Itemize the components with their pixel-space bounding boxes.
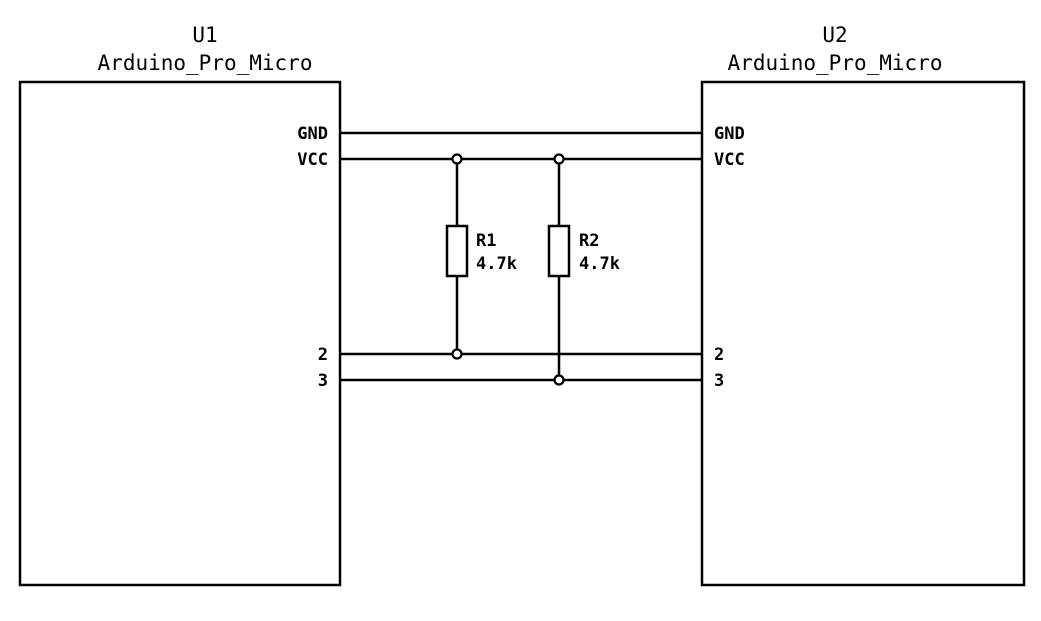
u1-pin-vcc-label: VCC — [297, 150, 328, 170]
u1-pin-gnd-label: GND — [297, 124, 328, 144]
r2-body — [547, 224, 571, 278]
u2-value: Arduino_Pro_Micro — [728, 51, 943, 75]
u1-pin-3-label: 3 — [318, 371, 328, 391]
junction-r2-pin-3 — [553, 374, 565, 386]
u2-body — [700, 80, 1026, 587]
component-u2[interactable]: U2 Arduino_Pro_Micro GND VCC 2 3 — [700, 23, 1026, 587]
u1-value: Arduino_Pro_Micro — [98, 51, 313, 75]
component-r2[interactable]: R2 4.7k — [547, 159, 620, 380]
junction-r2-vcc — [553, 153, 565, 165]
component-r1[interactable]: R1 4.7k — [445, 159, 517, 354]
r1-body — [445, 224, 469, 278]
u2-reference: U2 — [822, 23, 847, 47]
component-u1[interactable]: U1 Arduino_Pro_Micro GND VCC 2 3 — [18, 23, 342, 587]
junction-r1-vcc — [451, 153, 463, 165]
u2-pin-gnd-label: GND — [714, 124, 745, 144]
u2-pin-vcc-label: VCC — [714, 150, 745, 170]
r1-reference: R1 — [476, 231, 496, 251]
u2-pin-3-label: 3 — [714, 371, 724, 391]
r1-value: 4.7k — [476, 254, 517, 274]
u1-reference: U1 — [192, 23, 217, 47]
r2-reference: R2 — [579, 231, 599, 251]
u1-pin-2-label: 2 — [318, 345, 328, 365]
r2-value: 4.7k — [579, 254, 620, 274]
u1-body — [18, 80, 342, 587]
u2-pin-2-label: 2 — [714, 345, 724, 365]
junction-r1-pin-2 — [451, 348, 463, 360]
